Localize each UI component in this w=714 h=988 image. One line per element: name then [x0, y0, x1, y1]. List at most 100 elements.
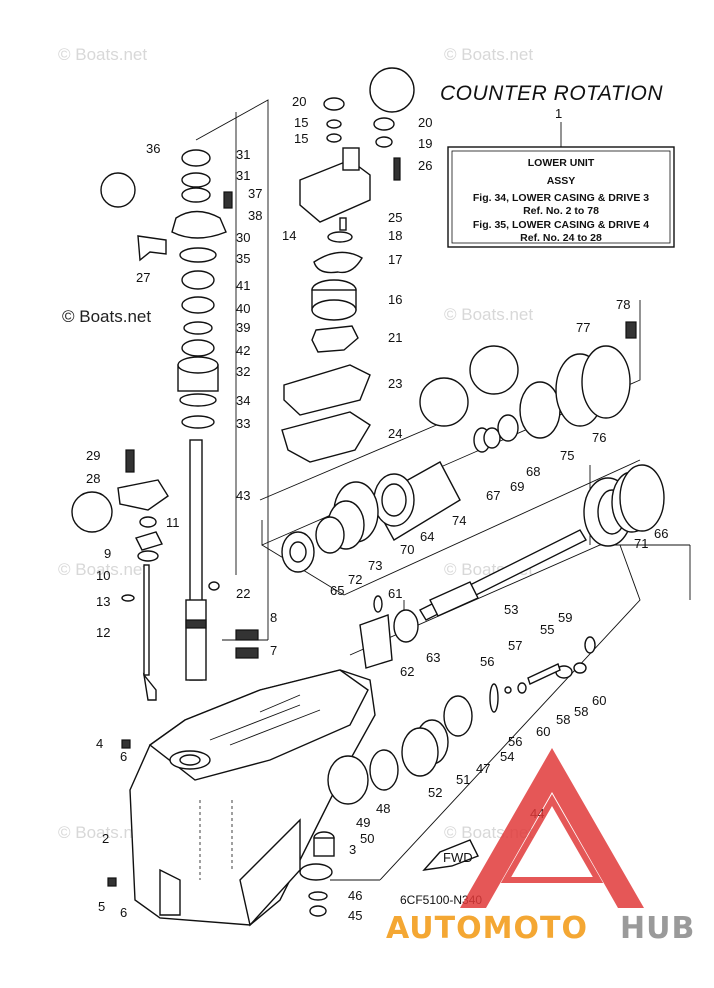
callout-39: 39 [236, 320, 250, 335]
callout-74: 74 [452, 513, 466, 528]
callout-45: 45 [348, 908, 362, 923]
callout-63: 63 [426, 650, 440, 665]
callout-41: 41 [236, 278, 250, 293]
callout-6: 6 [120, 905, 127, 920]
callout-75: 75 [560, 448, 574, 463]
info-line: Ref. No. 24 to 28 [520, 232, 602, 244]
shift-rod-assembly [117, 449, 220, 701]
callout-13: 13 [96, 594, 110, 609]
callout-67: 67 [486, 488, 500, 503]
callout-66: 66 [654, 526, 668, 541]
callout-48: 48 [376, 801, 390, 816]
callout-51: 51 [456, 772, 470, 787]
callout-5: 5 [98, 899, 105, 914]
logo-text-hub: HUB [620, 911, 695, 946]
callout-78: 78 [616, 297, 630, 312]
callout-25: 25 [388, 210, 402, 225]
callout-18: 18 [388, 228, 402, 243]
fwd-arrow: FWD [422, 839, 479, 871]
callout-33: 33 [236, 416, 250, 431]
callout-30: 30 [236, 230, 250, 245]
callout-36: 36 [146, 141, 160, 156]
callout-69: 69 [510, 479, 524, 494]
callout-8: 8 [270, 610, 277, 625]
callout-53: 53 [504, 602, 518, 617]
callout-20: 20 [292, 94, 306, 109]
callout-64: 64 [420, 529, 434, 544]
watermarks: © Boats.net © Boats.net © Boats.net © Bo… [58, 45, 533, 842]
callout-71: 71 [634, 536, 648, 551]
callout-28: 28 [86, 471, 100, 486]
callout-56: 56 [480, 654, 494, 669]
callout-58: 58 [556, 712, 570, 727]
callout-32: 32 [236, 364, 250, 379]
callout-43: 43 [236, 488, 250, 503]
callout-62: 62 [400, 664, 414, 679]
callout-60: 60 [536, 724, 550, 739]
callout-60: 60 [592, 693, 606, 708]
watermark: © Boats.net [58, 823, 147, 842]
callout-4: 4 [96, 736, 103, 751]
callout-19: 19 [418, 136, 432, 151]
callout-3: 3 [349, 842, 356, 857]
drawing-code: 6CF5100-N340 [400, 893, 482, 907]
callout-54: 54 [500, 749, 514, 764]
callout-65: 65 [330, 583, 344, 598]
callout-46: 46 [348, 888, 362, 903]
callout-14: 14 [282, 228, 296, 243]
callout-68: 68 [526, 464, 540, 479]
info-box-ref: 1 [555, 106, 562, 121]
callout-42: 42 [236, 343, 250, 358]
callout-57: 57 [508, 638, 522, 653]
callout-2: 2 [102, 831, 109, 846]
callout-73: 73 [368, 558, 382, 573]
fwd-label: FWD [443, 850, 473, 865]
watermark-dark: © Boats.net [62, 307, 151, 326]
info-line: Fig. 35, LOWER CASING & DRIVE 4 [473, 219, 649, 231]
diagram-title: COUNTER ROTATION [440, 82, 663, 105]
callout-35: 35 [236, 251, 250, 266]
callout-52: 52 [428, 785, 442, 800]
callout-labels: 2 3 4 5 6 6 7 8 9 10 11 12 13 14 15 15 1… [86, 94, 668, 923]
callout-38: 38 [248, 208, 262, 223]
detail-insets [71, 67, 519, 533]
info-line: Fig. 34, LOWER CASING & DRIVE 3 [473, 192, 649, 204]
callout-58: 58 [574, 704, 588, 719]
logo-text-automoto: AUTOMOTO [386, 911, 588, 946]
callout-76: 76 [592, 430, 606, 445]
callout-77: 77 [576, 320, 590, 335]
callout-11: 11 [166, 515, 180, 530]
info-line: LOWER UNIT [528, 157, 595, 169]
callout-16: 16 [388, 292, 402, 307]
callout-12: 12 [96, 625, 110, 640]
info-line: ASSY [547, 175, 576, 187]
callout-37: 37 [248, 186, 262, 201]
callout-15: 15 [294, 131, 308, 146]
callout-9: 9 [104, 546, 111, 561]
callout-10: 10 [96, 568, 110, 583]
info-box: LOWER UNIT ASSY Fig. 34, LOWER CASING & … [447, 146, 675, 248]
callout-23: 23 [388, 376, 402, 391]
callout-70: 70 [400, 542, 414, 557]
watermark: © Boats.net [444, 45, 533, 64]
callout-31: 31 [236, 168, 250, 183]
callout-22: 22 [236, 586, 250, 601]
callout-7: 7 [270, 643, 277, 658]
callout-27: 27 [136, 270, 150, 285]
callout-61: 61 [388, 586, 402, 601]
callout-6: 6 [120, 749, 127, 764]
watermark: © Boats.net [444, 305, 533, 324]
callout-47: 47 [476, 761, 490, 776]
callout-50: 50 [360, 831, 374, 846]
propeller-shaft-gears [107, 321, 665, 917]
water-pump-stack [281, 97, 401, 463]
watermark: © Boats.net [58, 560, 147, 579]
callout-21: 21 [388, 330, 402, 345]
callout-40: 40 [236, 301, 250, 316]
automotohub-logo: AUTOMOTO HUB [386, 748, 695, 946]
callout-49: 49 [356, 815, 370, 830]
callout-72: 72 [348, 572, 362, 587]
callout-24: 24 [388, 426, 402, 441]
callout-31: 31 [236, 147, 250, 162]
